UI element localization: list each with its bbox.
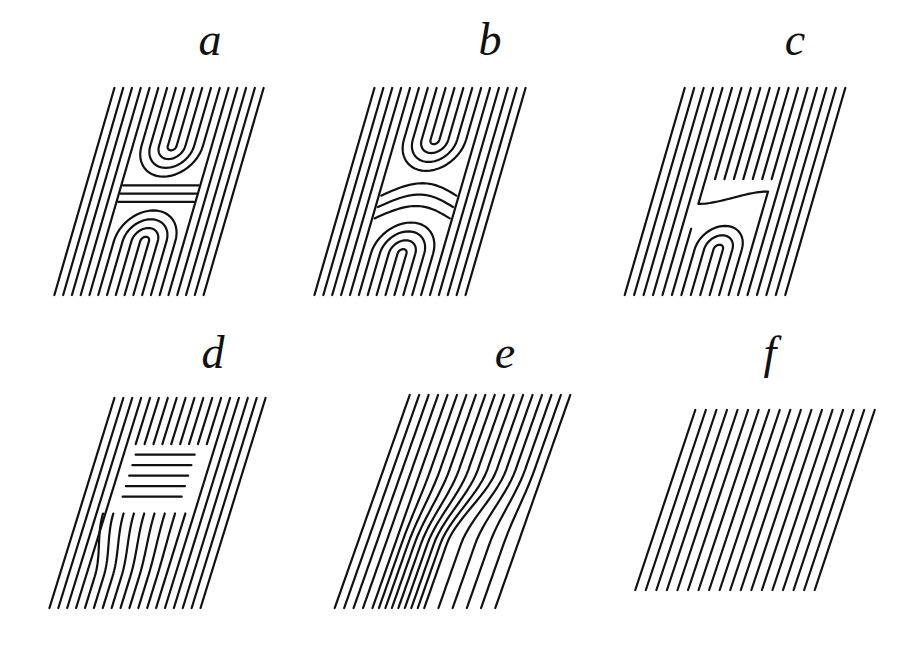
stripe-line: [481, 395, 561, 608]
stripe-line: [467, 395, 552, 608]
panel-label: f: [764, 330, 777, 376]
stripe-line: [815, 410, 875, 590]
stripe-line: [98, 210, 176, 295]
stripe-line: [204, 88, 264, 295]
stripe-line: [766, 88, 826, 295]
stripe-line: [359, 222, 434, 295]
stripe-line: [332, 88, 392, 295]
stripe-line: [663, 88, 723, 295]
stripe-line: [136, 454, 195, 456]
stripe-line: [634, 88, 694, 295]
stripe-line: [149, 88, 211, 168]
stripe-line: [132, 464, 191, 466]
stripe-line: [314, 88, 374, 295]
stripe-line: [174, 398, 239, 608]
stripe-line: [183, 398, 248, 608]
stripe-line: [385, 395, 466, 608]
stripe-line: [430, 88, 490, 295]
stripe-line: [156, 514, 185, 609]
stripe-panel: [49, 398, 265, 608]
stripe-line: [116, 228, 158, 295]
stripe-line: [698, 88, 768, 295]
stripe-line: [438, 395, 532, 608]
stripe-line: [207, 398, 221, 444]
stripe-line: [168, 88, 194, 150]
stripe-line: [103, 514, 124, 609]
stripe-line: [804, 410, 864, 590]
panel-label: b: [479, 17, 502, 63]
stripe-line: [58, 398, 123, 608]
stripe-line: [129, 475, 188, 477]
stripe-line: [424, 395, 523, 608]
stripe-line: [625, 88, 685, 295]
stripe-line: [107, 219, 167, 295]
stripe-panel: [314, 88, 525, 295]
stripe-line: [653, 88, 713, 295]
stripe-line: [457, 88, 517, 295]
stripe-line: [403, 88, 481, 171]
stripe-line: [112, 514, 134, 609]
stripe-line: [350, 88, 410, 295]
stripe-line: [495, 395, 570, 608]
stripe-line: [120, 192, 196, 194]
panel-label: d: [202, 330, 225, 376]
stripe-line: [85, 514, 103, 609]
stripe-line: [177, 88, 237, 295]
stripe-line: [165, 398, 230, 608]
stripe-line: [411, 395, 504, 608]
stripe-panel: [635, 410, 874, 590]
stripe-line: [169, 88, 229, 295]
stripe-line: [379, 395, 457, 608]
stripe-line: [672, 229, 691, 295]
panel-label: c: [785, 17, 805, 63]
stripe-line: [186, 88, 246, 295]
stripe-line: [375, 206, 450, 218]
stripe-line: [72, 88, 132, 295]
stripe-line: [772, 88, 798, 179]
stripe-line: [398, 395, 485, 608]
panel-label: e: [495, 330, 515, 376]
stripe-line: [81, 88, 141, 295]
stripe-line: [121, 514, 145, 609]
stripe-line: [344, 395, 419, 608]
stripe-line: [192, 398, 257, 608]
stripe-line: [118, 201, 194, 203]
stripe-line: [453, 395, 542, 608]
stripe-line: [90, 88, 150, 295]
stripe-line: [201, 398, 266, 608]
stripe-panel: [625, 88, 846, 295]
stripe-line: [776, 88, 836, 295]
stripe-line: [785, 88, 845, 295]
stripe-panel: [335, 395, 571, 608]
stripe-panel: [54, 88, 263, 295]
stripe-line: [412, 88, 472, 162]
stripe-line: [140, 88, 220, 177]
stripe-line: [323, 88, 383, 295]
panel-label: a: [199, 17, 222, 63]
stripe-line: [63, 88, 123, 295]
stripe-line: [466, 88, 526, 295]
stripe-line: [681, 226, 742, 295]
stripe-line: [49, 398, 114, 608]
stripe-line: [54, 88, 114, 295]
stripe-line: [94, 514, 113, 609]
stripe-line: [126, 485, 185, 487]
stripe-line: [123, 184, 199, 186]
stripe-line: [644, 88, 704, 295]
stripe-line: [335, 395, 410, 608]
stripe-line: [195, 88, 255, 295]
stripe-line: [448, 88, 508, 295]
stripe-line: [123, 496, 182, 498]
